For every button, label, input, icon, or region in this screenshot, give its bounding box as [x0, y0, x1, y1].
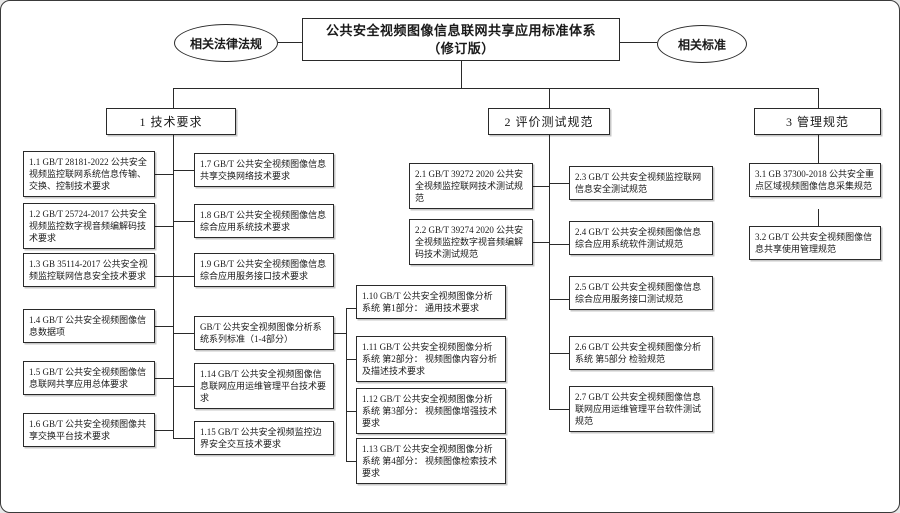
node-2-6: 2.6 GB/T 公共安全视频图像分析系统 第5部分 检验规范: [569, 336, 713, 370]
connector-line: [153, 378, 173, 379]
node-1-12: 1.12 GB/T 公共安全视频图像分析系统 第3部分： 视频图像增强技术要求: [356, 388, 506, 434]
node-2-5: 2.5 GB/T 公共安全视频图像信息综合应用服务接口测试规范: [569, 276, 713, 310]
connector-line: [818, 88, 819, 108]
node-1-9: 1.9 GB/T 公共安全视频图像信息综合应用服务接口技术要求: [194, 253, 334, 287]
connector-line: [173, 221, 194, 222]
connector-line: [153, 276, 173, 277]
node-2-1: 2.1 GB/T 39272 2020 公共安全视频监控联网技术测试规范: [409, 163, 533, 209]
node-1-15: 1.15 GB/T 公共安全视频监控边界安全交互技术要求: [194, 421, 334, 455]
node-series-standards: GB/T 公共安全视频图像分析系统系列标准（1-4部分）: [194, 316, 334, 350]
connector-line: [620, 42, 657, 43]
right-ellipse-label: 相关标准: [677, 37, 726, 52]
connector-line: [533, 186, 549, 187]
node-1-13: 1.13 GB/T 公共安全视频图像分析系统 第4部分： 视频图像检索技术要求: [356, 438, 506, 484]
connector-line: [153, 430, 173, 431]
connector-line: [346, 359, 356, 360]
connector-line: [173, 333, 194, 334]
connector-line: [346, 308, 347, 461]
node-1-10: 1.10 GB/T 公共安全视频图像分析系统 第1部分： 通用技术要求: [356, 285, 506, 319]
connector-line: [549, 244, 569, 245]
branch3-label: 3 管理规范: [785, 115, 849, 129]
connector-line: [549, 409, 569, 410]
node-1-2: 1.2 GB/T 25724-2017 公共安全视频监控数字视音频编解码技术要求: [23, 203, 155, 249]
connector-line: [153, 226, 173, 227]
connector-line: [173, 88, 174, 108]
connector-line: [153, 174, 173, 175]
left-ellipse-related-laws: 相关法律法规: [174, 24, 278, 62]
node-1-14: 1.14 GB/T 公共安全视频图像信息联网应用运维管理平台技术要求: [194, 363, 334, 409]
node-1-6: 1.6 GB/T 公共安全视频图像共享交换平台技术要求: [23, 413, 155, 447]
node-1-4: 1.4 GB/T 公共安全视频图像信息数据项: [23, 309, 155, 343]
node-2-2: 2.2 GB/T 39274 2020 公共安全视频监控数字视音频编解码技术测试…: [409, 219, 533, 265]
node-3-1: 3.1 GB 37300-2018 公共安全重点区域视频图像信息采集规范: [749, 163, 881, 197]
node-3-2: 3.2 GB/T 公共安全视频图像信息共享使用管理规范: [749, 226, 881, 260]
main-title-box: 公共安全视频图像信息联网共享应用标准体系 （修订版）: [302, 18, 620, 61]
left-ellipse-label: 相关法律法规: [189, 36, 262, 51]
connector-line: [346, 308, 356, 309]
connector-line: [173, 276, 194, 277]
connector-line: [549, 183, 569, 184]
node-1-8: 1.8 GB/T 公共安全视频图像信息综合应用系统技术要求: [194, 204, 334, 238]
connector-line: [461, 61, 462, 88]
connector-line: [346, 411, 356, 412]
connector-line: [549, 88, 550, 108]
main-title-line1: 公共安全视频图像信息联网共享应用标准体系: [325, 22, 596, 38]
branch-header-management-specs: 3 管理规范: [754, 108, 881, 135]
connector-line: [173, 88, 819, 89]
branch2-label: 2 评价测试规范: [504, 115, 594, 129]
connector-line: [173, 170, 194, 171]
connector-line: [549, 353, 569, 354]
node-1-3: 1.3 GB 35114-2017 公共安全视频监控联网信息安全技术要求: [23, 253, 155, 287]
branch-header-technical-requirements: 1 技术要求: [106, 108, 236, 135]
connector-line: [173, 386, 194, 387]
node-1-5: 1.5 GB/T 公共安全视频图像信息联网共享应用总体要求: [23, 361, 155, 395]
node-1-7: 1.7 GB/T 公共安全视频图像信息共享交换网络技术要求: [194, 153, 334, 187]
connector-line: [334, 333, 346, 334]
node-2-3: 2.3 GB/T 公共安全视频监控联网信息安全测试规范: [569, 166, 713, 200]
connector-line: [153, 326, 173, 327]
connector-line: [549, 135, 550, 409]
connector-line: [346, 461, 356, 462]
connector-line: [818, 209, 819, 226]
connector-line: [278, 42, 302, 43]
branch-header-evaluation-test-specs: 2 评价测试规范: [488, 108, 610, 135]
connector-line: [818, 135, 819, 163]
node-2-7: 2.7 GB/T 公共安全视频图像信息联网应用运维管理平台软件测试规范: [569, 386, 713, 432]
node-2-4: 2.4 GB/T 公共安全视频图像信息综合应用系统软件测试规范: [569, 221, 713, 255]
main-title-line2: （修订版）: [427, 40, 495, 56]
branch1-label: 1 技术要求: [139, 115, 203, 129]
connector-line: [173, 438, 194, 439]
connector-line: [173, 135, 174, 438]
node-1-1: 1.1 GB/T 28181-2022 公共安全视频监控联网系统信息传输、交换、…: [23, 151, 155, 197]
connector-line: [533, 242, 549, 243]
connector-line: [549, 299, 569, 300]
node-1-11: 1.11 GB/T 公共安全视频图像分析系统 第2部分： 视频图像内容分析及描述…: [356, 336, 506, 382]
right-ellipse-related-standards: 相关标准: [657, 25, 747, 63]
